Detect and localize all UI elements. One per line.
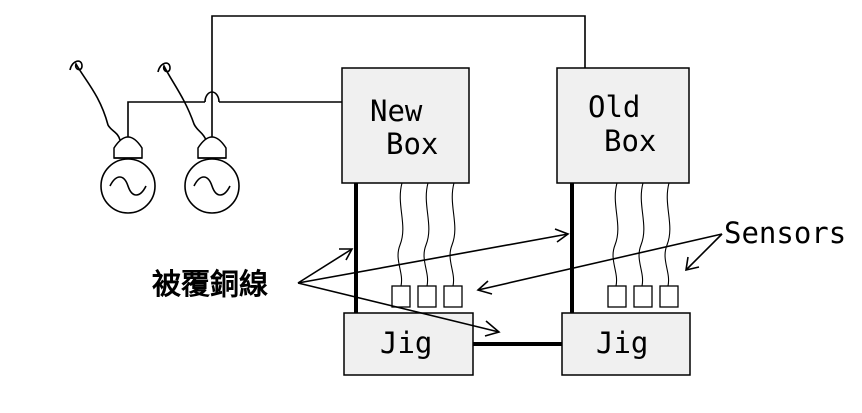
copper-wire-pointer-arrows (297, 228, 570, 337)
sensor (633, 285, 653, 308)
old-box-label-line2: Box (604, 124, 656, 158)
jig-left-label: Jig (380, 326, 432, 360)
copper-wire-label: 被覆銅線 (152, 267, 268, 301)
old-box-label-line1: Old (588, 90, 640, 124)
sensors-pointer-arrows (476, 233, 723, 295)
sensor (391, 285, 411, 308)
sensor (443, 285, 463, 308)
light-bulb-icon (157, 62, 240, 214)
sensor-wire (612, 182, 619, 287)
sensor-wire (664, 182, 671, 287)
old-box (556, 67, 690, 184)
sensor-wire (638, 182, 645, 287)
sensor-wire (449, 182, 456, 287)
sensor-wire (397, 182, 404, 287)
sensor (417, 285, 437, 308)
jig-right-label: Jig (596, 326, 648, 360)
new-box-label-line2: Box (386, 127, 438, 161)
sensor (607, 285, 627, 308)
sensor-wire (423, 182, 430, 287)
sensor (659, 285, 679, 308)
top-connection-wire (211, 15, 586, 103)
wire-crossover-hop (204, 91, 220, 103)
jig-right (561, 312, 691, 376)
light-bulb-icon (69, 60, 156, 214)
sensors-label: Sensors (724, 216, 846, 250)
new-box (341, 67, 470, 184)
bulb-to-newbox-wire (127, 101, 342, 138)
new-box-label-line1: New (370, 94, 423, 128)
